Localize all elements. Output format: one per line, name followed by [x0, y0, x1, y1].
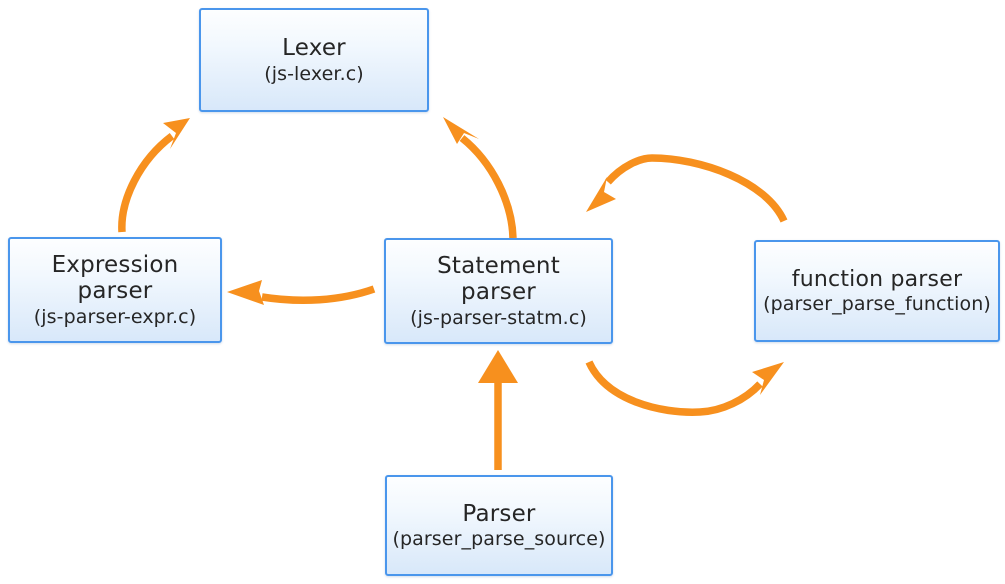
node-statement-parser-subtitle: (js-parser-statm.c) [410, 307, 587, 330]
edge-statement-to-function [585, 360, 784, 416]
node-expression-parser-title: Expression parser [51, 251, 179, 305]
node-statement-parser-title: Statement parser [437, 252, 560, 306]
node-function-parser-subtitle: (parser_parse_function) [763, 293, 991, 316]
node-parser-title: Parser [462, 500, 536, 527]
node-lexer-title: Lexer [282, 35, 346, 62]
node-function-parser-title: function parser [791, 266, 963, 292]
node-parser[interactable]: Parser (parser_parse_source) [385, 475, 613, 576]
edge-statement-to-expression [227, 280, 376, 305]
node-expression-parser-subtitle: (js-parser-expr.c) [33, 306, 197, 329]
edge-expression-to-lexer [118, 118, 190, 233]
edge-parser-to-statement [478, 350, 518, 470]
edge-statement-to-lexer [443, 117, 517, 239]
node-parser-subtitle: (parser_parse_source) [392, 528, 606, 551]
node-expression-parser[interactable]: Expression parser (js-parser-expr.c) [8, 237, 222, 343]
node-lexer[interactable]: Lexer (js-lexer.c) [199, 8, 429, 112]
node-lexer-subtitle: (js-lexer.c) [264, 62, 364, 85]
edge-function-to-statement [586, 154, 788, 223]
node-statement-parser[interactable]: Statement parser (js-parser-statm.c) [384, 238, 613, 344]
node-function-parser[interactable]: function parser (parser_parse_function) [754, 240, 1000, 342]
